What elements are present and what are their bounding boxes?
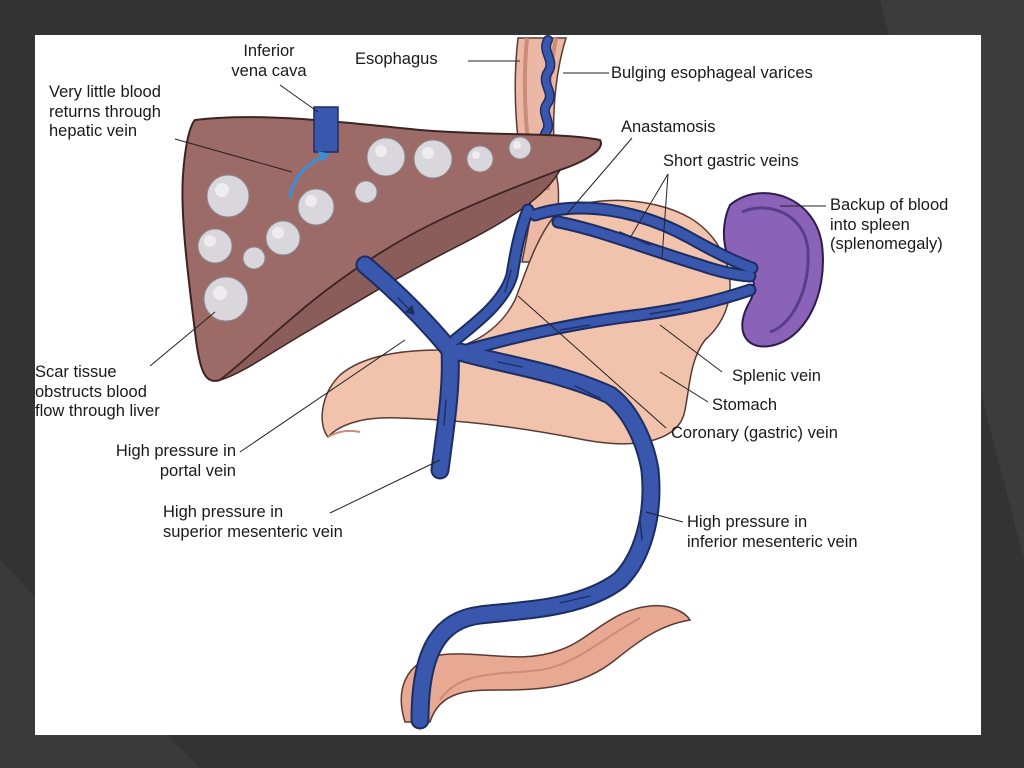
label-very-little-blood: Very little blood returns through hepati…	[49, 83, 161, 140]
label-superior-mesenteric-pressure: High pressure in superior mesenteric vei…	[163, 503, 343, 541]
label-esophagus: Esophagus	[355, 50, 438, 68]
label-inferior-mesenteric-pressure: High pressure in inferior mesenteric vei…	[687, 513, 858, 551]
label-backup-into-spleen: Backup of blood into spleen (splenomegal…	[830, 196, 949, 253]
scar-nodules	[197, 136, 532, 322]
label-anastamosis: Anastamosis	[621, 118, 716, 136]
label-short-gastric-veins: Short gastric veins	[663, 152, 799, 170]
label-stomach: Stomach	[712, 396, 778, 414]
label-bulging-esophageal-varices: Bulging esophageal varices	[611, 64, 813, 82]
inferior-vena-cava	[288, 106, 339, 199]
label-inferior-vena-cava: Inferior vena cava	[231, 42, 307, 80]
label-scar-tissue: Scar tissue obstructs blood flow through…	[35, 363, 160, 420]
label-portal-vein-pressure: High pressure in portal vein	[115, 442, 236, 480]
label-coronary-gastric-vein: Coronary (gastric) vein	[671, 424, 838, 442]
diagram-panel: Inferior vena cava Esophagus Bulging eso…	[35, 35, 981, 735]
leader-lines	[149, 60, 826, 523]
intestine	[400, 604, 692, 723]
portal-hypertension-diagram	[149, 35, 826, 730]
label-splenic-vein: Splenic vein	[732, 367, 821, 385]
